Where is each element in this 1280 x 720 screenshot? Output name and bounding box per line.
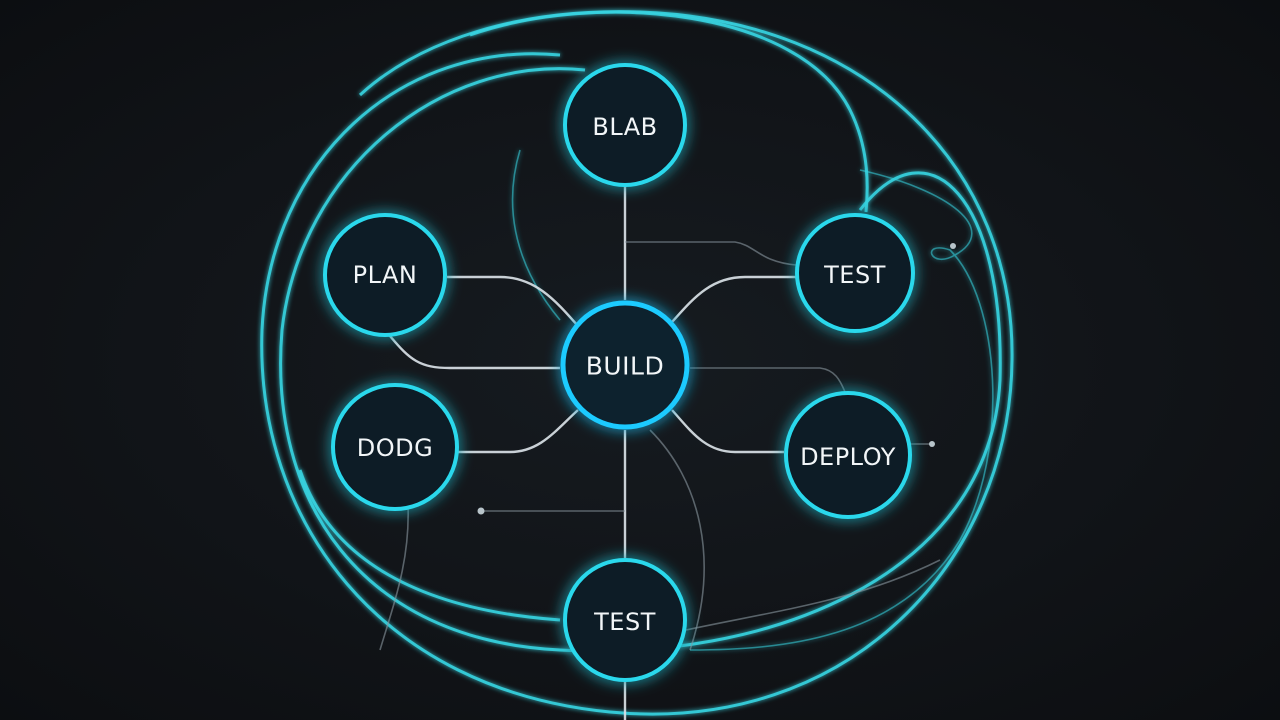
node-label-deploy: DEPLOY xyxy=(800,443,896,471)
connector-center-curve xyxy=(649,429,705,651)
connector-bottom-right xyxy=(685,559,941,631)
node-label-test-upper: TEST xyxy=(823,261,886,289)
connector-endpoint-dot xyxy=(950,243,956,249)
node-test-bottom[interactable] xyxy=(563,558,687,682)
connector-endpoint-dot xyxy=(929,441,935,447)
node-label-dodg: DODG xyxy=(357,434,433,462)
node-label-test-bottom: TEST xyxy=(593,608,656,636)
orbit-ring-inner xyxy=(279,67,1002,653)
node-top[interactable] xyxy=(563,63,687,187)
node-build[interactable] xyxy=(560,300,690,430)
connector-test-center xyxy=(671,275,796,323)
orbit-ring-faint-right xyxy=(689,169,994,651)
orbit-rings xyxy=(260,10,1014,716)
node-label-build: BUILD xyxy=(586,352,665,381)
node-test-upper[interactable] xyxy=(795,213,915,333)
connectors xyxy=(379,185,956,720)
connector-dodg-down xyxy=(379,504,409,651)
node-deploy[interactable] xyxy=(784,391,912,519)
node-dodg[interactable] xyxy=(331,383,459,511)
connector-dodg-center xyxy=(458,409,579,454)
node-label-top: BLAB xyxy=(592,113,657,141)
orbit-ring-arc-bottom xyxy=(298,469,561,622)
connector-plan-lower xyxy=(389,335,560,370)
node-plan[interactable] xyxy=(323,213,447,337)
connector-top-right-faint xyxy=(625,241,797,266)
orbit-ring-faint-left xyxy=(511,149,561,321)
connector-plan-center xyxy=(447,275,579,327)
connector-deploy-center xyxy=(671,409,784,454)
connector-center-right-faint xyxy=(690,367,846,393)
connector-endpoint-dot xyxy=(477,507,485,515)
node-label-plan: PLAN xyxy=(353,261,418,289)
